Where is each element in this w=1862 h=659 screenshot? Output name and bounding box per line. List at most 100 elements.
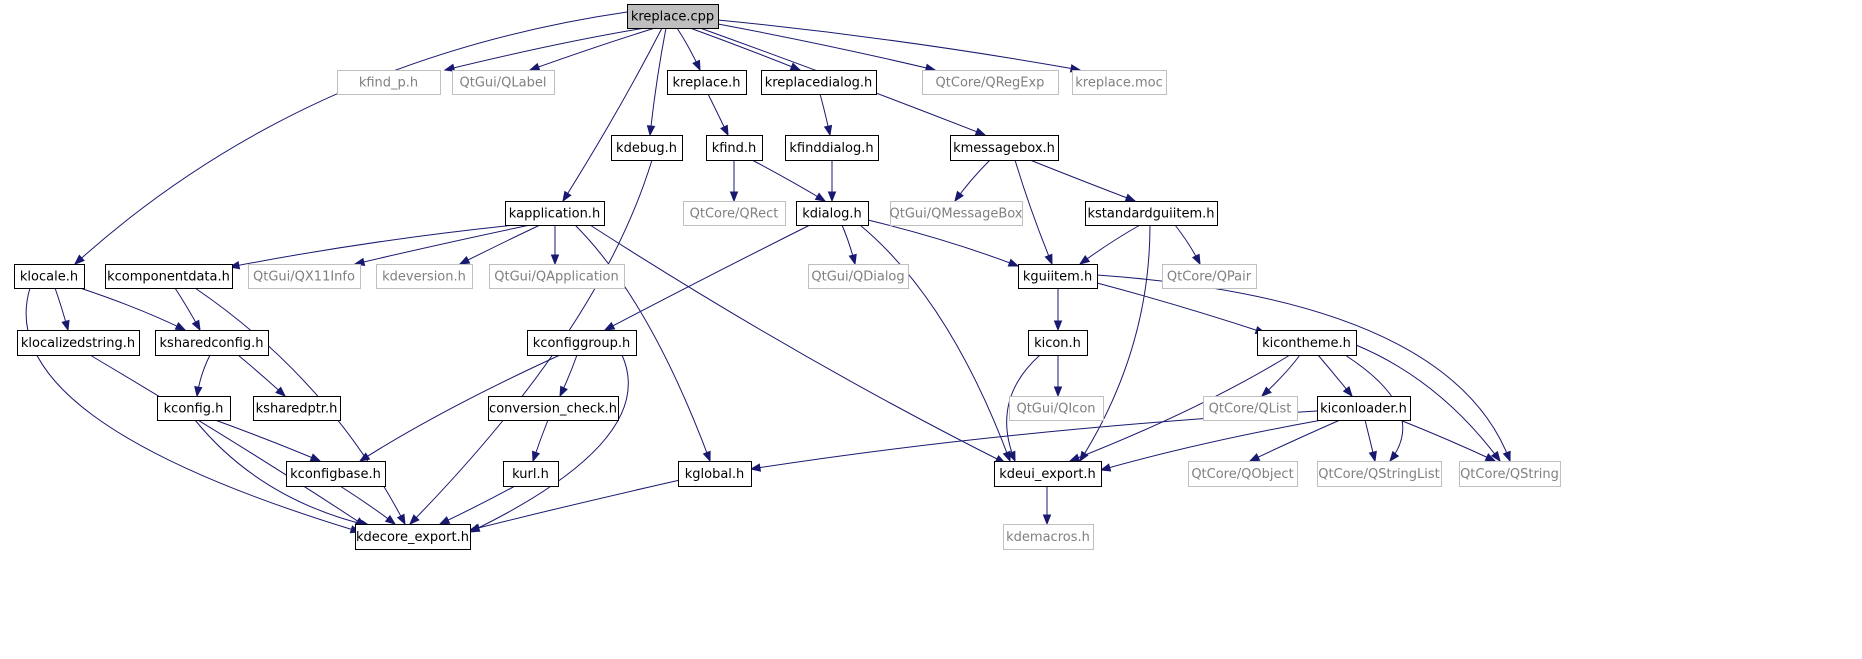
edge-line [859, 224, 1011, 462]
arrow-head-icon [1099, 463, 1112, 472]
edge-kdialog_h-to-kconfiggroup_h [603, 224, 811, 331]
edge-kreplace_cpp-to-kapplication_h [562, 27, 663, 203]
node-kapplication-h[interactable]: kapplication.h [505, 201, 605, 226]
node-kguiitem-h[interactable]: kguiitem.h [1018, 264, 1098, 289]
edge-kurl_h-to-kdecore_export_h [438, 485, 516, 525]
node-label: kguiitem.h [1023, 270, 1092, 285]
node-kconfiggroup-h[interactable]: kconfiggroup.h [527, 330, 637, 356]
node-box [1003, 524, 1094, 550]
node-kcomponentdata-h[interactable]: kcomponentdata.h [105, 264, 233, 289]
arrow-head-icon [1191, 253, 1201, 266]
node-kconfig-h[interactable]: kconfig.h [157, 396, 231, 421]
node-kdialog-h[interactable]: kdialog.h [796, 201, 869, 226]
node-conversion-check-h[interactable]: conversion_check.h [488, 396, 619, 421]
edge-line [689, 27, 801, 71]
node-label: kdemacros.h [1006, 530, 1090, 545]
node-box [157, 396, 231, 421]
node-box [376, 264, 473, 289]
edge-line [1096, 282, 1266, 334]
edge-kiconloader_h-to-kdeui_export_h [1099, 419, 1323, 472]
edge-kreplacedialog_h-to-kfinddialog_h [819, 93, 833, 137]
arrow-head-icon [749, 463, 762, 472]
node-kfind-p-h: kfind_p.h [337, 70, 441, 95]
node-box [1188, 461, 1298, 487]
node-kreplace-cpp[interactable]: kreplace.cpp [627, 4, 719, 29]
arrow-head-icon [603, 321, 616, 331]
node-label: kdeui_export.h [999, 467, 1096, 482]
arrow-head-icon [468, 523, 481, 532]
node-kdecore-export-h[interactable]: kdecore_export.h [355, 524, 471, 550]
arrow-head-icon [720, 124, 729, 137]
arrow-head-icon [848, 253, 857, 266]
node-box [796, 201, 869, 226]
node-box [253, 396, 341, 421]
edge-kreplace_cpp-to-kreplace_moc [717, 19, 1082, 73]
node-ksharedptr-h[interactable]: ksharedptr.h [253, 396, 341, 421]
edge-line [562, 27, 663, 202]
arrow-head-icon [275, 386, 287, 397]
node-label: kapplication.h [509, 207, 600, 222]
node-kreplace-h[interactable]: kreplace.h [667, 70, 747, 95]
node-kmessagebox-h[interactable]: kmessagebox.h [950, 135, 1059, 161]
node-box [155, 330, 269, 356]
node-label: QtCore/QString [1460, 467, 1559, 482]
edge-kreplace_cpp-to-kreplacedialog_h [689, 27, 802, 71]
node-kurl-h[interactable]: kurl.h [503, 461, 559, 487]
node-klocale-h[interactable]: klocale.h [14, 264, 85, 289]
edge-line [574, 224, 711, 462]
arrow-head-icon [692, 59, 701, 72]
arrow-head-icon [1490, 450, 1501, 463]
arrow-head-icon [562, 190, 572, 203]
edge-kcomponentdata_h-to-ksharedconfig_h [174, 287, 201, 332]
nodes-layer: kreplace.cpp kfind_p.h QtGui/QLabel kreplac… [14, 4, 1561, 550]
edge-kdialog_h-to-qdialog [841, 224, 857, 266]
node-label: kfinddialog.h [789, 141, 873, 156]
node-kicon-h[interactable]: kicon.h [1028, 330, 1088, 356]
node-label: QtCore/QRect [690, 207, 779, 222]
edge-kiconloader_h-to-qobject [1248, 419, 1341, 462]
edge-kguiitem_h-to-qstring [1096, 274, 1511, 463]
edge-line [89, 354, 366, 527]
node-label: conversion_check.h [489, 402, 617, 417]
node-kdebug-h[interactable]: kdebug.h [611, 135, 683, 161]
arrow-head-icon [974, 127, 987, 136]
arrow-head-icon [531, 450, 541, 463]
arrow-head-icon [309, 453, 322, 462]
arrow-head-icon [194, 385, 203, 398]
arrow-head-icon [1068, 453, 1081, 462]
node-ksharedconfig-h[interactable]: ksharedconfig.h [155, 330, 269, 356]
edge-kicontheme_h-to-kiconloader_h [1317, 354, 1353, 398]
node-label: kfind_p.h [359, 76, 418, 91]
arrow-head-icon [1044, 253, 1053, 266]
edge-line [459, 224, 541, 265]
edge-line [1079, 224, 1141, 265]
node-label: QtGui/QX11Info [253, 270, 355, 285]
node-kiconloader-h[interactable]: kiconloader.h [1317, 396, 1411, 421]
node-kreplacedialog-h[interactable]: kreplacedialog.h [761, 70, 877, 95]
edge-line [214, 419, 321, 462]
node-kstandardguiitem-h[interactable]: kstandardguiitem.h [1085, 201, 1218, 226]
arrow-head-icon [550, 254, 560, 266]
node-kglobal-h[interactable]: kglobal.h [678, 461, 752, 487]
node-klocalizedstring-h[interactable]: klocalizedstring.h [17, 330, 140, 356]
node-kfinddialog-h[interactable]: kfinddialog.h [785, 135, 879, 161]
arrow-head-icon [409, 514, 420, 525]
edge-line [359, 354, 561, 462]
node-kdeui-export-h[interactable]: kdeui_export.h [994, 461, 1102, 487]
edge-line [1069, 354, 1291, 462]
node-label: QtGui/QApplication [494, 270, 619, 285]
node-qlabel: QtGui/QLabel [452, 70, 555, 95]
node-box [248, 264, 361, 289]
node-label: kdebug.h [616, 141, 677, 156]
node-box [678, 461, 752, 487]
edge-line [717, 23, 936, 71]
node-box [761, 70, 877, 95]
node-box [627, 4, 719, 29]
node-kfind-h[interactable]: kfind.h [706, 135, 763, 161]
node-box [105, 264, 233, 289]
edge-kreplace_cpp-to-qlabel [528, 27, 656, 71]
node-kconfigbase-h[interactable]: kconfigbase.h [286, 461, 386, 487]
edge-kicon_h-to-qicon [1053, 355, 1063, 398]
node-kicontheme-h[interactable]: kicontheme.h [1257, 330, 1357, 356]
edge-line [354, 224, 531, 265]
